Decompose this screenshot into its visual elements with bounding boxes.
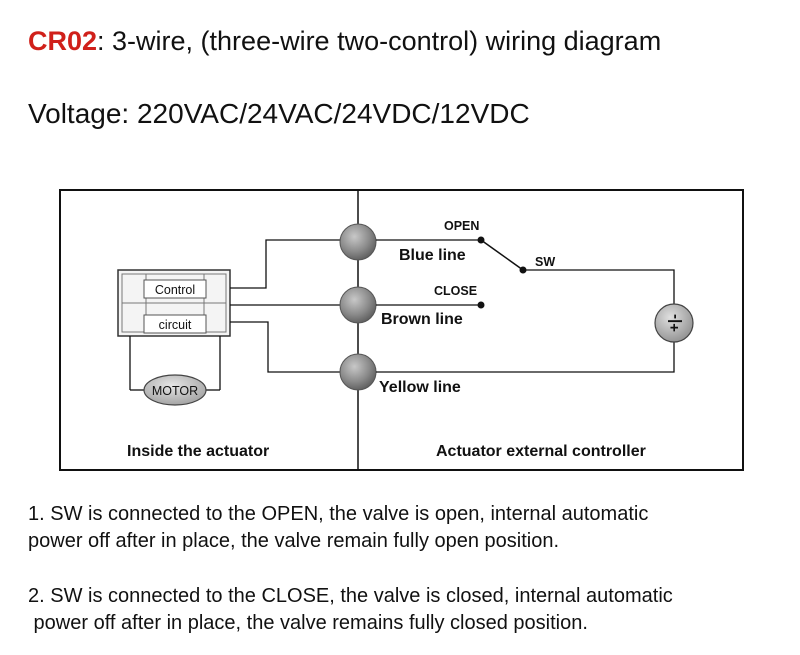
inside-actuator-label: Inside the actuator — [127, 443, 269, 460]
blue-line-label: Blue line — [399, 247, 466, 264]
note-1-line-2: power off after in place, the valve rema… — [28, 530, 560, 552]
yellow-line-label: Yellow line — [379, 379, 461, 396]
wiring-diagram: Control circuit MOTOR +|- OPEN Blue line… — [59, 189, 744, 471]
note-1: 1. SW is connected to the OPEN, the valv… — [28, 501, 648, 555]
title-text: : 3-wire, (three-wire two-control) wirin… — [97, 26, 662, 56]
circuit-label: circuit — [159, 318, 192, 332]
model-code: CR02 — [28, 26, 98, 56]
brown-line-label: Brown line — [381, 311, 463, 328]
external-controller-label: Actuator external controller — [436, 443, 646, 460]
close-contact — [477, 301, 485, 309]
blue-wire — [230, 239, 340, 289]
control-circuit-box: Control circuit — [117, 269, 231, 337]
diagram-title: CR02: 3-wire, (three-wire two-control) w… — [28, 24, 661, 58]
diagram-frame — [59, 189, 744, 471]
switch-blade — [480, 239, 524, 271]
note-2-line-2: power off after in place, the valve rema… — [28, 612, 588, 634]
note-2: 2. SW is connected to the CLOSE, the val… — [28, 583, 673, 637]
open-label: OPEN — [444, 219, 479, 233]
terminal-yellow — [339, 353, 377, 391]
voltage-text: Voltage: 220VAC/24VAC/24VDC/12VDC — [28, 98, 530, 129]
sw-label: SW — [535, 255, 555, 269]
power-symbol: +|- — [666, 314, 683, 332]
terminal-brown — [339, 286, 377, 324]
note-1-line-1: 1. SW is connected to the OPEN, the valv… — [28, 503, 649, 525]
control-label: Control — [155, 283, 195, 297]
motor-label: MOTOR — [152, 384, 198, 398]
yellow-wire — [230, 321, 340, 373]
motor — [143, 374, 207, 406]
close-label: CLOSE — [434, 284, 477, 298]
power-source-icon — [654, 303, 694, 343]
note-2-line-1: 2. SW is connected to the CLOSE, the val… — [28, 585, 673, 607]
terminal-blue — [339, 223, 377, 261]
